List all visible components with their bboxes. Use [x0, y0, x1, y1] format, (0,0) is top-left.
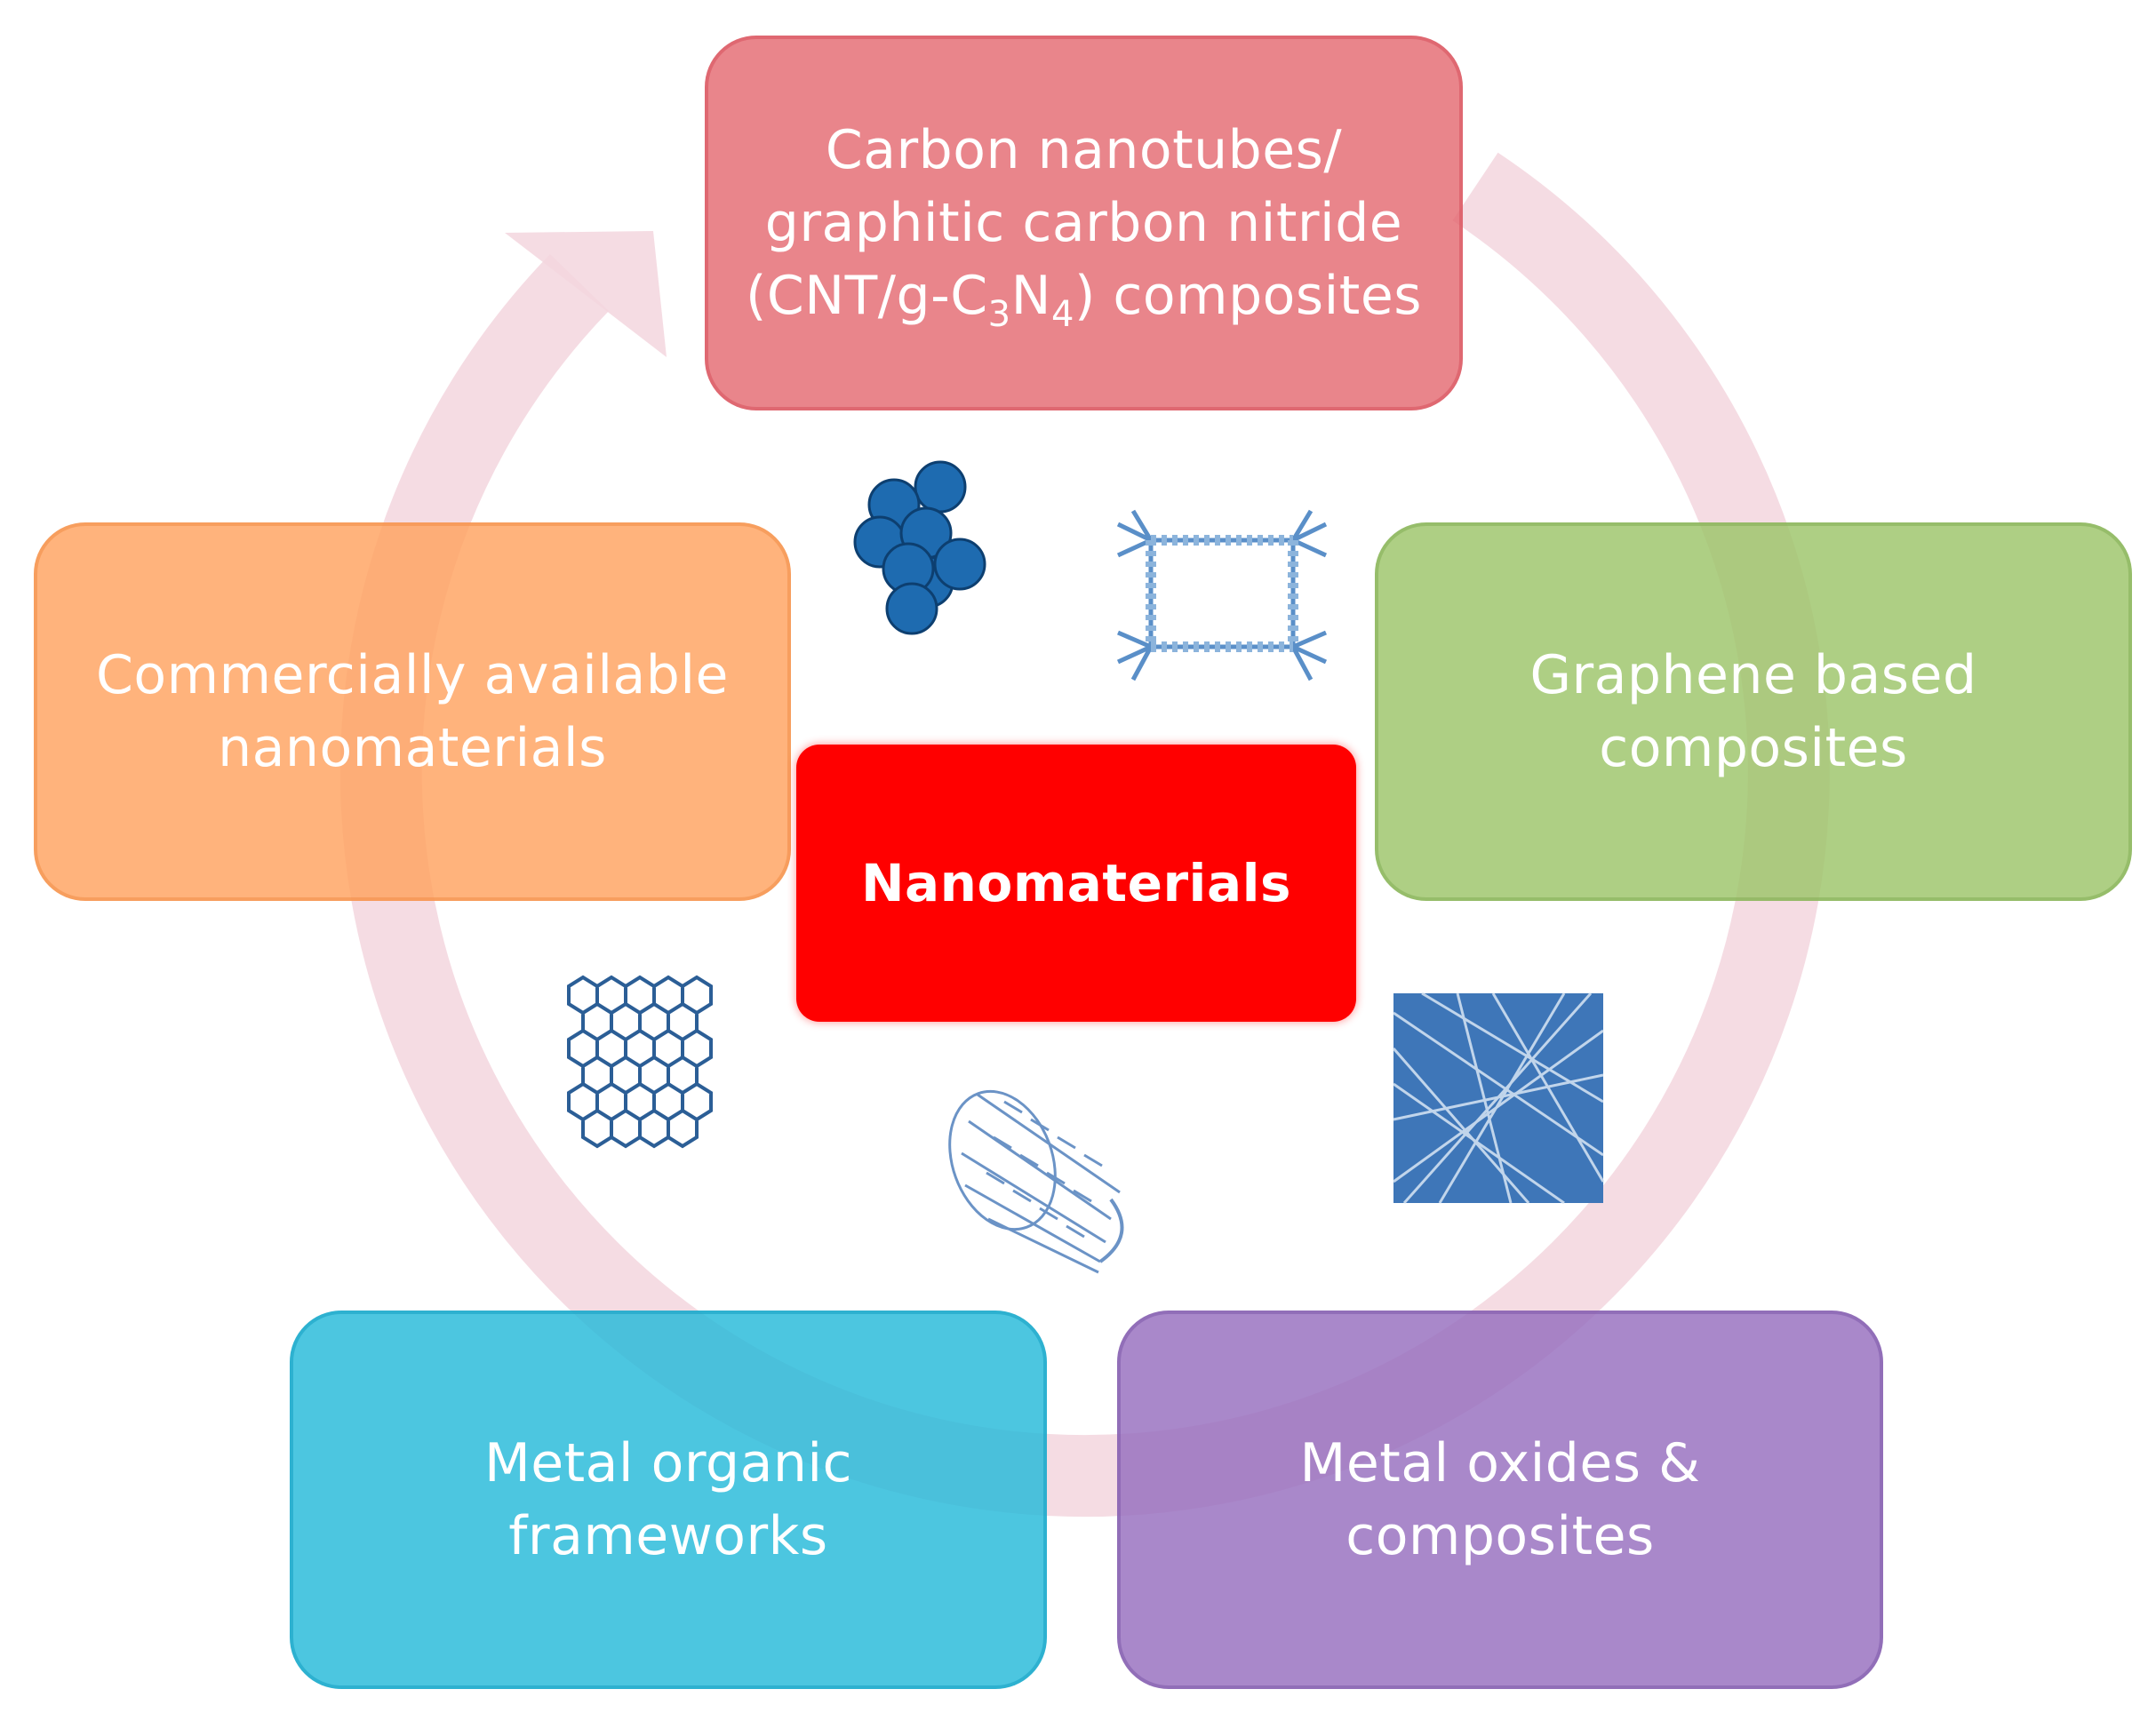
cnt-subscript-4: 4: [1051, 294, 1074, 335]
graphene-label-line-1: Graphene based: [1529, 644, 1977, 706]
center-nanomaterials-box: Nanomaterials: [796, 745, 1356, 1022]
graphene-label-line-2: composites: [1599, 717, 1908, 779]
commercial-label-line-2: nanomaterials: [218, 717, 607, 779]
cnt-label-line-2: graphitic carbon nitride: [764, 192, 1403, 254]
cnt-label-n: N: [1010, 265, 1051, 327]
category-box-cnt-composites: Carbon nanotubes/ graphitic carbon nitri…: [705, 36, 1463, 410]
mof-label-line-1: Metal organic: [483, 1432, 853, 1494]
cnt-subscript-3: 3: [987, 294, 1011, 335]
category-box-commercial-nanomaterials: Commercially available nanomaterials: [34, 522, 791, 901]
cnt-label-line-1: Carbon nanotubes/: [825, 119, 1343, 181]
carbon-nanotube-icon: [948, 1089, 1124, 1274]
mof-label-line-2: frameworks: [508, 1505, 828, 1567]
cycle-arrowhead: [505, 231, 667, 357]
nanofiber-mesh-icon: [1392, 992, 1605, 1205]
graphene-sheet-icon: [567, 975, 713, 1149]
oxides-label-line-2: composites: [1346, 1505, 1655, 1567]
nanoparticle-cluster-icon: [853, 460, 986, 635]
category-box-graphene-composites: Graphene based composites: [1375, 522, 2132, 901]
commercial-label-line-1: Commercially available: [96, 644, 729, 706]
cnt-label-line-3-post: ) composites: [1074, 265, 1423, 327]
cnt-label-line-3-pre: (CNT/g-C: [745, 265, 988, 327]
category-box-metal-organic-frameworks: Metal organic frameworks: [290, 1311, 1047, 1689]
mof-framework-icon: [1116, 509, 1328, 681]
category-box-metal-oxides: Metal oxides & composites: [1117, 1311, 1883, 1689]
oxides-label-line-1: Metal oxides &: [1299, 1432, 1701, 1494]
center-label: Nanomaterials: [861, 853, 1291, 913]
